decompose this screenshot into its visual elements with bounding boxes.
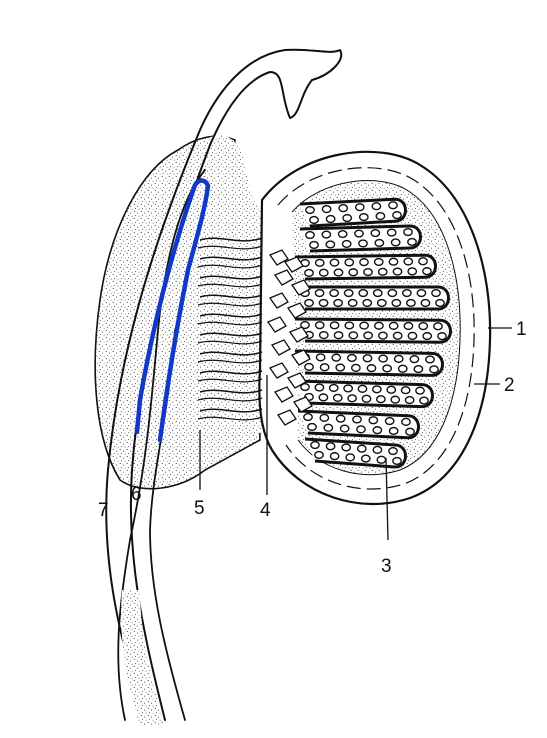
rete-channel [291, 349, 311, 366]
efferent-ductule-wall [197, 397, 263, 402]
efferent-ductule-wall [197, 378, 263, 383]
tubule [294, 379, 434, 409]
efferent-ductule [199, 275, 263, 280]
rete-channel [284, 256, 304, 273]
rete-channel [274, 386, 294, 403]
rete-channel [287, 302, 307, 319]
rete-channel [267, 316, 287, 333]
rete-channel [287, 372, 307, 389]
rete-testis [267, 249, 313, 426]
rete-channel [293, 396, 313, 413]
rete-channel [269, 292, 289, 309]
tubule [295, 285, 450, 311]
efferent-ductule [199, 256, 263, 261]
rete-channel [271, 339, 291, 356]
label-5: 5 [194, 498, 205, 519]
efferent-ductule [199, 370, 263, 375]
rete-channel [289, 326, 309, 343]
tubule [297, 409, 420, 440]
label-6: 6 [131, 484, 142, 505]
efferent-ductule-wall [197, 321, 263, 326]
label-1: 1 [516, 319, 527, 340]
efferent-ductule-wall [197, 264, 263, 269]
highlighted-duct [134, 178, 211, 443]
label-3: 3 [381, 556, 392, 577]
efferent-ductule [199, 332, 263, 337]
rete-channel [274, 269, 294, 286]
rete-channel [277, 409, 297, 426]
efferent-ductules [197, 237, 263, 421]
testis-capsule-inner [277, 167, 475, 490]
efferent-ductule [199, 389, 263, 394]
leader-line-3 [385, 457, 389, 541]
efferent-ductule [199, 237, 263, 242]
epididymis-tail [121, 590, 165, 725]
efferent-ductule [199, 351, 263, 356]
tubule [304, 437, 407, 469]
efferent-ductule-wall [197, 359, 263, 364]
efferent-ductule [199, 408, 263, 413]
efferent-ductule [199, 294, 263, 299]
efferent-ductule-wall [197, 283, 263, 288]
efferent-ductule-wall [197, 340, 263, 345]
efferent-ductule [199, 313, 263, 318]
tubule [294, 253, 437, 281]
label-2: 2 [504, 375, 515, 396]
rete-channel [269, 249, 289, 266]
efferent-ductule-wall [197, 245, 263, 250]
tubule [299, 224, 422, 253]
tubule [294, 349, 444, 377]
label-4: 4 [260, 500, 271, 521]
efferent-ductule-wall [197, 416, 263, 421]
tubule [294, 317, 452, 344]
ductus-epididymis-tube [117, 169, 206, 721]
rete-channel [291, 279, 311, 296]
efferent-ductule-wall [197, 302, 263, 307]
tubule [299, 197, 407, 228]
label-7: 7 [98, 500, 109, 521]
rete-channel [269, 362, 289, 379]
